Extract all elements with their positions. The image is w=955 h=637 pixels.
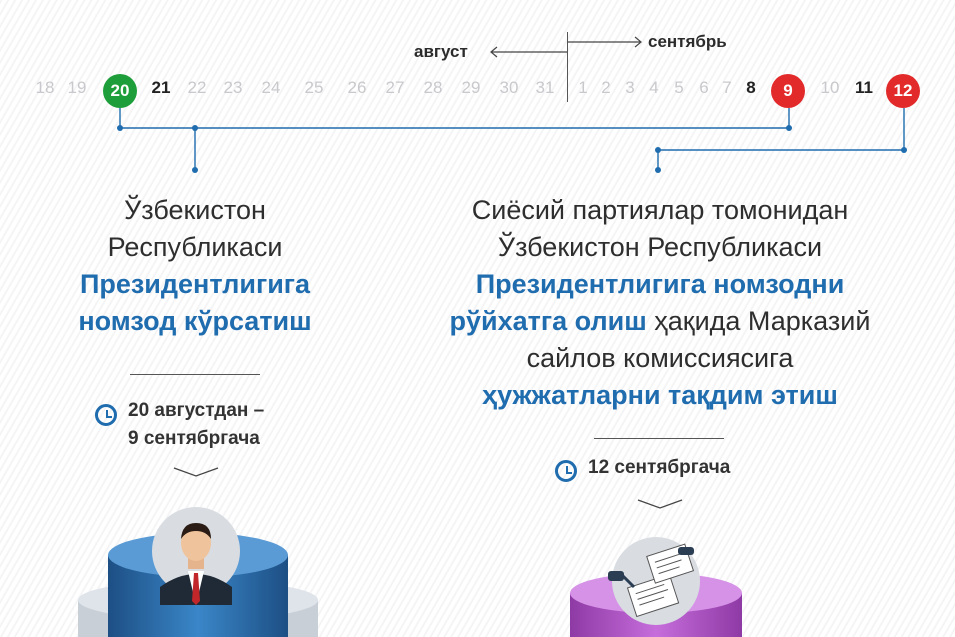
day-2: 2 [601, 78, 611, 97]
day-29: 29 [461, 78, 481, 97]
left-line-1: Ўзбекистон [124, 195, 266, 225]
right-line-3: ҳақида Марказий [646, 306, 871, 336]
day-5: 5 [674, 78, 684, 97]
clock-icon [95, 404, 117, 426]
day-26: 26 [347, 78, 367, 97]
right-date: 12 сентябргача [588, 457, 731, 478]
september-label: сентябрь [648, 32, 727, 51]
day-9-deadline: 9 [771, 74, 805, 108]
day-1: 1 [578, 78, 588, 97]
month-divider [567, 32, 568, 102]
left-date-line-1: 20 августдан – [128, 400, 265, 421]
day-7: 7 [722, 78, 732, 97]
connector-lines [117, 108, 907, 173]
day-18: 18 [35, 78, 55, 97]
day-27: 27 [385, 78, 405, 97]
right-line-4: сайлов комиссиясига [526, 343, 794, 373]
day-22: 22 [187, 78, 207, 97]
right-highlight-1: Президентлигига номзодни [475, 269, 845, 299]
left-highlight-2: номзод кўрсатиш [78, 306, 312, 336]
left-date-line-2: 9 сентябргача [128, 428, 260, 449]
day-3: 3 [625, 78, 635, 97]
day-12-deadline: 12 [886, 74, 920, 108]
day-8: 8 [746, 78, 756, 97]
chevron-down-icon [637, 499, 683, 509]
right-line-2: Ўзбекистон Республикаси [497, 232, 823, 262]
left-date: 20 августдан – 9 сентябргача [128, 397, 264, 453]
chevron-down-icon [173, 467, 219, 477]
day-4: 4 [649, 78, 659, 97]
day-30: 30 [499, 78, 519, 97]
day-20-start: 20 [103, 74, 137, 108]
arrow-left-icon [490, 46, 568, 58]
documents-podium-illustration [570, 537, 742, 637]
person-podium-illustration [78, 507, 318, 637]
clock-icon [555, 460, 577, 482]
day-11: 11 [855, 78, 873, 97]
day-25: 25 [304, 78, 324, 97]
day-21: 21 [151, 78, 171, 97]
august-label: август [414, 42, 468, 61]
day-28: 28 [423, 78, 443, 97]
arrow-right-icon [568, 36, 642, 48]
right-line-1: Сиёсий партиялар томонидан [471, 195, 849, 225]
person-icon [152, 507, 240, 605]
right-divider [594, 438, 724, 439]
day-23: 23 [223, 78, 243, 97]
day-31: 31 [535, 78, 555, 97]
right-highlight-2: рўйхатга олиш [449, 306, 647, 336]
left-divider [130, 374, 260, 375]
documents-icon [608, 537, 700, 625]
left-description: Ўзбекистон Республикаси Президентлигига … [40, 192, 350, 340]
day-10: 10 [820, 78, 840, 97]
right-highlight-3: ҳужжатларни тақдим этиш [482, 380, 838, 410]
day-24: 24 [261, 78, 281, 97]
left-line-2: Республикаси [107, 232, 283, 262]
day-19: 19 [67, 78, 87, 97]
day-6: 6 [699, 78, 709, 97]
left-highlight-1: Президентлигига [79, 269, 311, 299]
right-description: Сиёсий партиялар томонидан Ўзбекистон Ре… [395, 192, 925, 414]
